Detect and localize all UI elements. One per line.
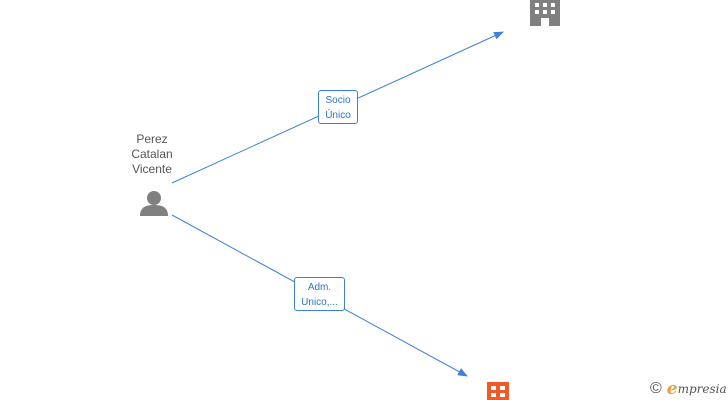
copyright-icon: © xyxy=(650,380,662,397)
person-name-line1: Perez xyxy=(136,132,168,146)
brand-logo-initial: e xyxy=(666,379,678,399)
person-name-line2: Catalan xyxy=(131,147,173,161)
relation-label-line2: Único xyxy=(325,110,351,121)
company-grid-icon[interactable] xyxy=(487,382,509,400)
person-name-line3: Vicente xyxy=(132,162,172,176)
person-icon[interactable] xyxy=(140,191,168,216)
relation-label-socio-unico[interactable]: Socio Único xyxy=(318,90,358,124)
person-name[interactable]: Perez Catalan Vicente xyxy=(112,132,192,177)
relation-label-line1: Adm. xyxy=(307,282,332,293)
relation-label-line2: Unico,... xyxy=(301,297,338,308)
building-icon[interactable] xyxy=(530,0,560,26)
brand-watermark: © e mpresia xyxy=(650,379,727,399)
relation-label-line1: Socio xyxy=(325,95,351,106)
brand-logo-text: mpresia xyxy=(677,382,727,396)
relation-label-adm-unico[interactable]: Adm. Unico,... xyxy=(294,277,345,311)
